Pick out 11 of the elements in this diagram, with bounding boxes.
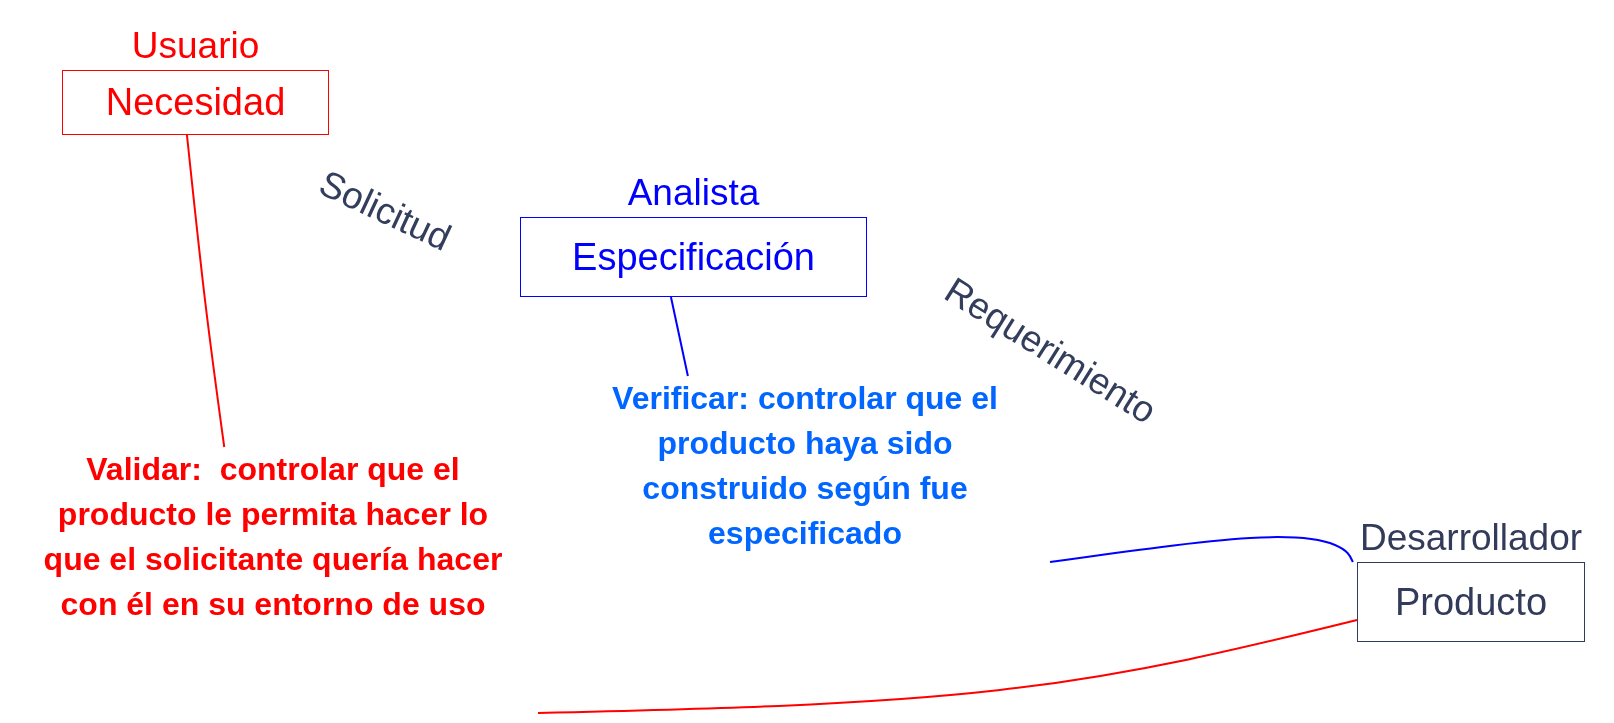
- definition-text: Validar: controlar que el producto le permita hacer lo que el solicitante quería hacer con él en su entorno de uso: [42, 450, 504, 624]
- role-label: Analista: [626, 173, 761, 213]
- role-label: Desarrollador: [1358, 518, 1584, 558]
- artifact-box: Especificación: [520, 217, 867, 297]
- connector-line: [537, 619, 1358, 714]
- connector-line: [669, 296, 689, 377]
- connector-line: [185, 134, 226, 448]
- artifact-box: Necesidad: [62, 70, 329, 135]
- connector-line: [1049, 536, 1354, 563]
- role-label: Usuario: [130, 26, 261, 66]
- artifact-box: Producto: [1357, 562, 1585, 642]
